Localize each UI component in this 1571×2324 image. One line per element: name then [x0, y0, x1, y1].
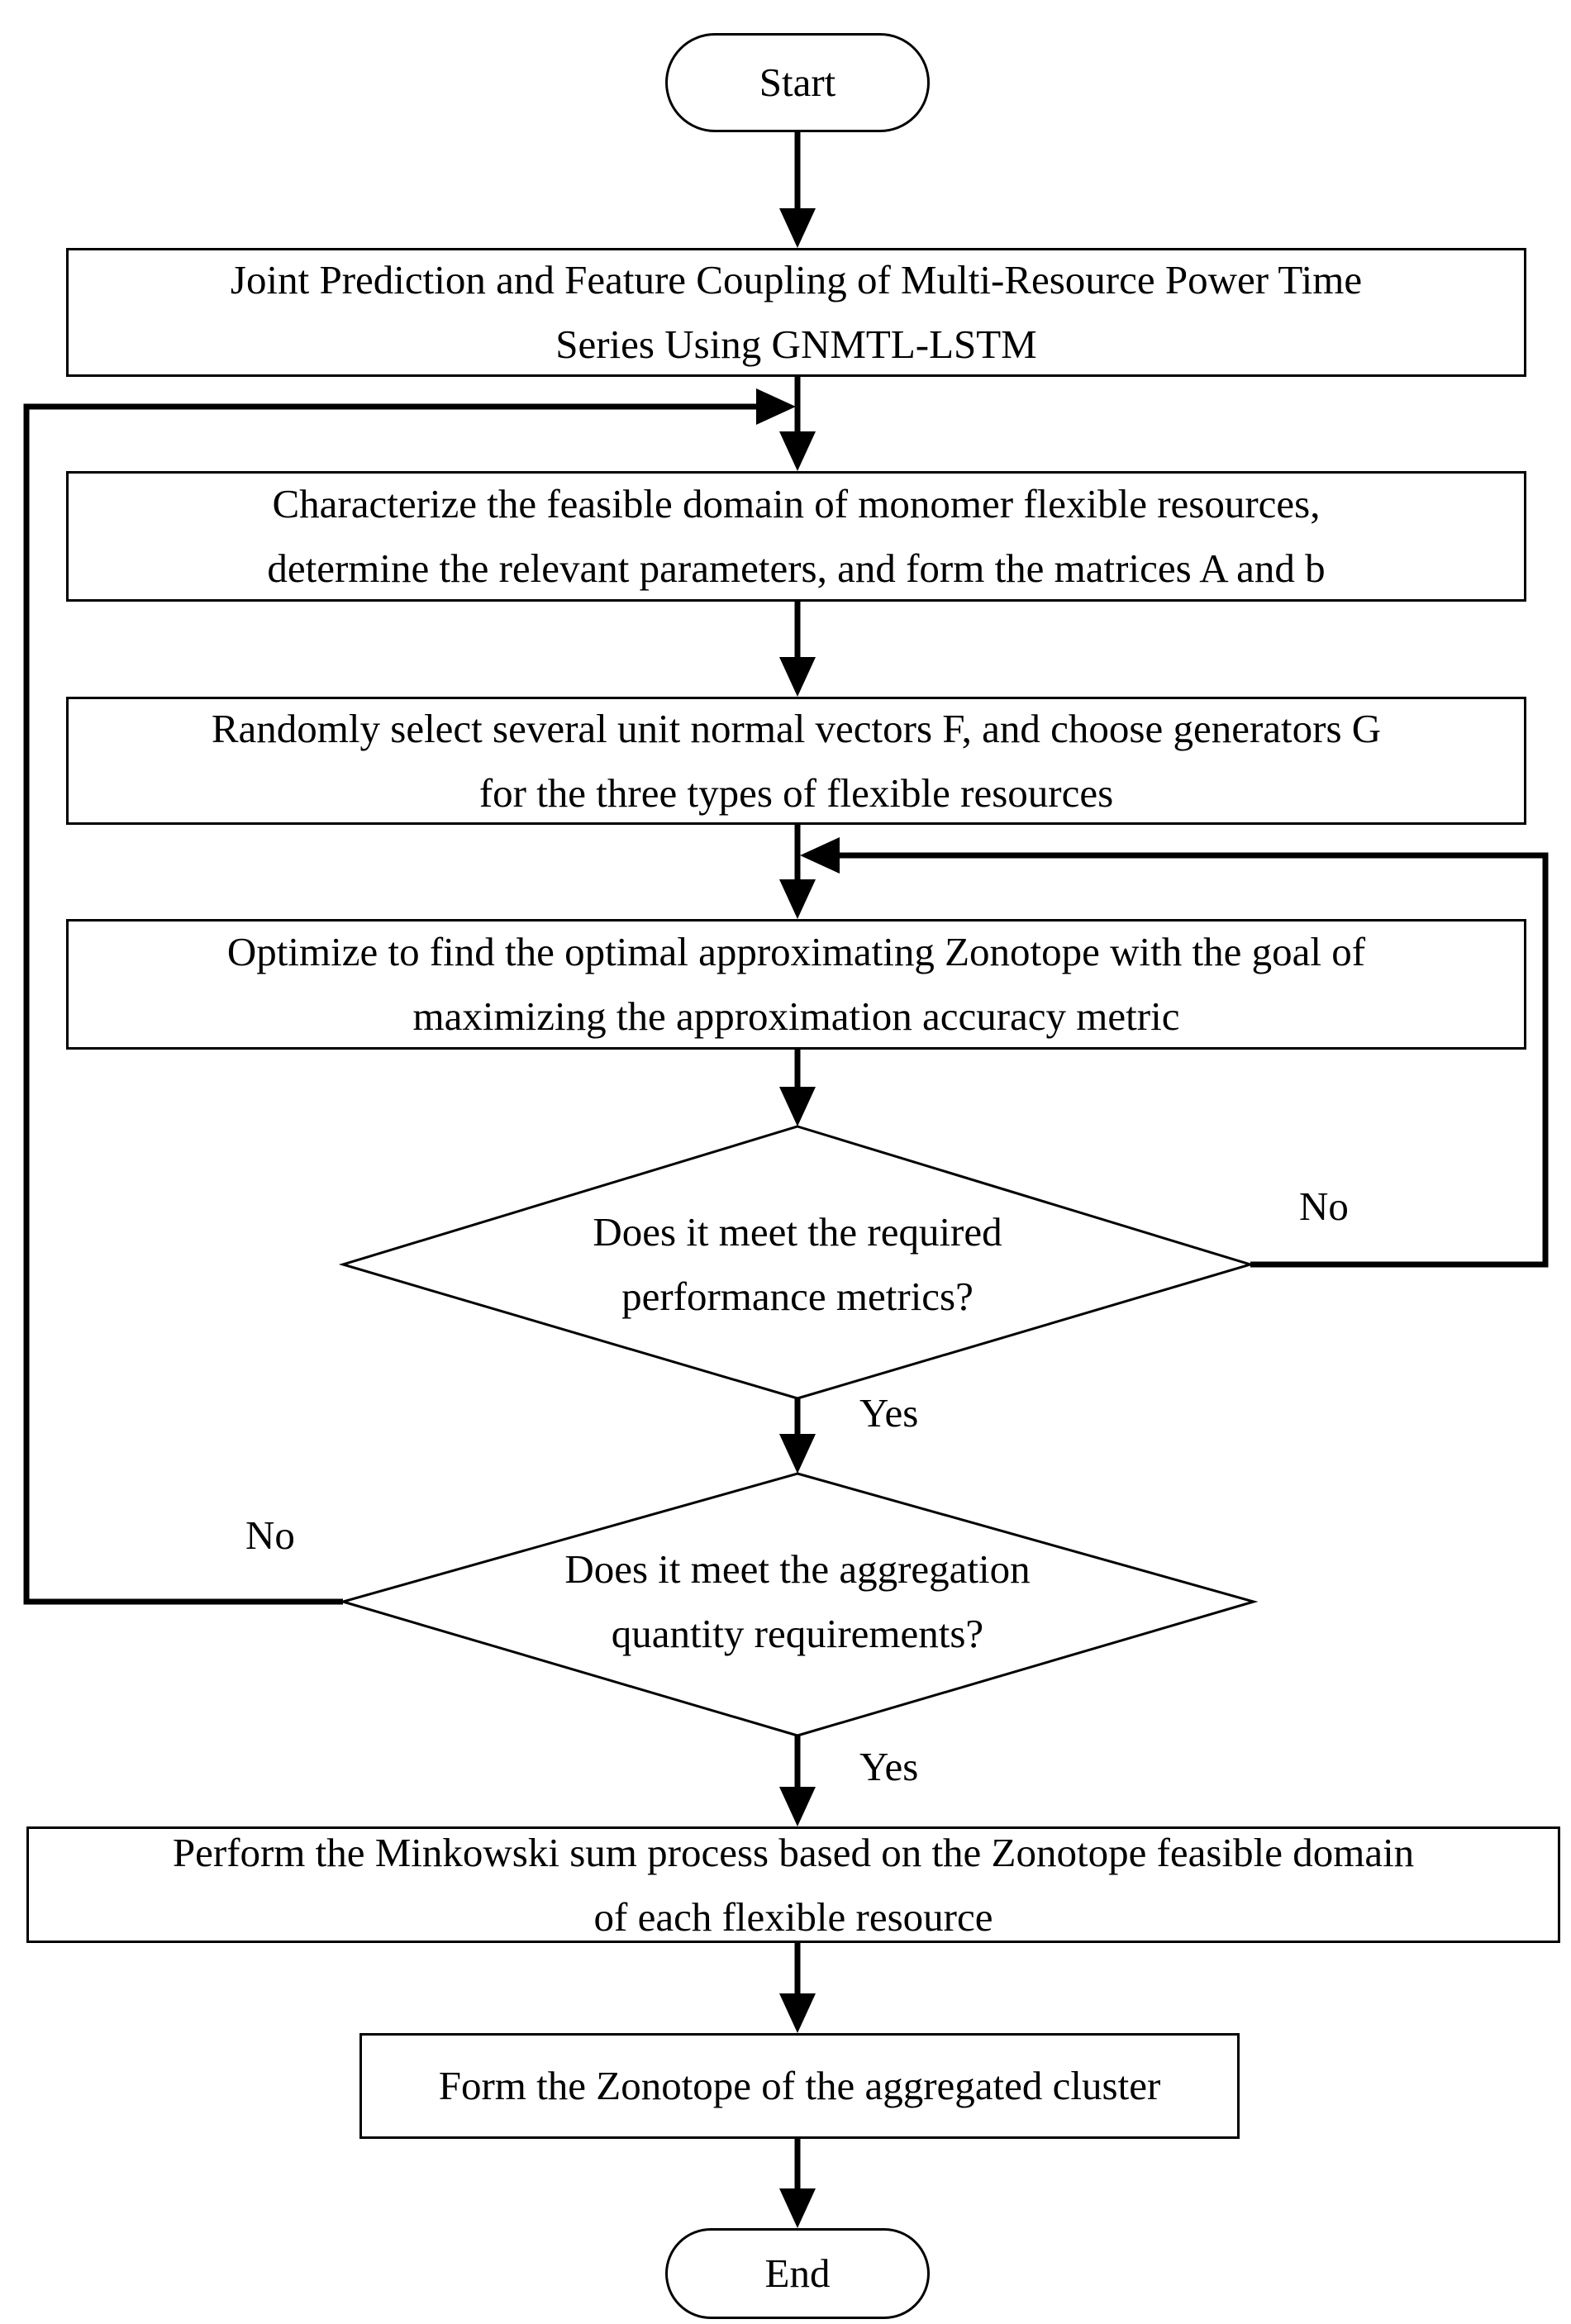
step2-line-2: determine the relevant parameters, and f… — [267, 545, 1326, 591]
step1-line-2: Series Using GNMTL-LSTM — [555, 321, 1037, 367]
decision2-diamond — [338, 1472, 1259, 1737]
step4-line-2: maximizing the approximation accuracy me… — [412, 993, 1180, 1039]
decision2-no-label: No — [245, 1512, 295, 1558]
arrowhead-start-to-step1 — [779, 208, 816, 248]
step6-box: Form the Zonotope of the aggregated clus… — [359, 2033, 1240, 2139]
decision1-no-label: No — [1299, 1183, 1349, 1229]
step1-line-1: Joint Prediction and Feature Coupling of… — [230, 257, 1363, 302]
arrowhead-loop-decision2-no — [756, 388, 796, 425]
step4-box: Optimize to find the optimal approximati… — [66, 919, 1526, 1050]
step5-box: Perform the Minkowski sum process based … — [26, 1826, 1560, 1943]
end-terminal: End — [665, 2228, 930, 2319]
step1-box: Joint Prediction and Feature Coupling of… — [66, 248, 1526, 377]
end-label: End — [764, 2250, 831, 2296]
decision2-line-2: quantity requirements? — [611, 1611, 984, 1656]
arrowhead-step6-to-end — [779, 2188, 816, 2228]
arrowhead-step3-to-step4 — [779, 879, 816, 919]
step4-line-1: Optimize to find the optimal approximati… — [226, 929, 1366, 974]
decision1-diamond — [338, 1125, 1255, 1400]
step3-line-1: Randomly select several unit normal vect… — [211, 705, 1382, 751]
start-terminal: Start — [665, 33, 930, 132]
step3-box: Randomly select several unit normal vect… — [66, 697, 1526, 825]
step6-label: Form the Zonotope of the aggregated clus… — [438, 2063, 1161, 2108]
decision1-line-2: performance metrics? — [621, 1274, 974, 1319]
step5-line-2: of each flexible resource — [593, 1893, 993, 1940]
loop-decision2-no — [23, 403, 785, 1605]
step2-box: Characterize the feasible domain of mono… — [66, 471, 1526, 602]
arrowhead-decision2-yes — [779, 1787, 816, 1826]
step5-line-1: Perform the Minkowski sum process based … — [172, 1829, 1415, 1875]
arrowhead-step4-to-decision1 — [779, 1087, 816, 1126]
decision2-yes-label: Yes — [859, 1744, 919, 1789]
arrowhead-step2-to-step3 — [779, 657, 816, 697]
decision2-line-1: Does it meet the aggregation — [564, 1546, 1031, 1592]
arrowhead-loop-decision1-no — [800, 837, 840, 874]
step2-line-1: Characterize the feasible domain of mono… — [272, 481, 1321, 526]
arrowhead-step5-to-step6 — [779, 1993, 816, 2033]
decision1-line-1: Does it meet the required — [593, 1209, 1002, 1255]
step3-line-2: for the three types of flexible resource… — [478, 769, 1114, 816]
arrowhead-decision1-yes — [779, 1434, 816, 1474]
decision2-text: Does it meet the aggregation quantity re… — [496, 1536, 1099, 1668]
decision1-text: Does it meet the required performance me… — [496, 1198, 1099, 1331]
start-label: Start — [759, 60, 836, 105]
arrowhead-step1-to-step2 — [779, 431, 816, 471]
loop-decision1-no — [810, 852, 1549, 1268]
decision1-yes-label: Yes — [859, 1390, 919, 1436]
